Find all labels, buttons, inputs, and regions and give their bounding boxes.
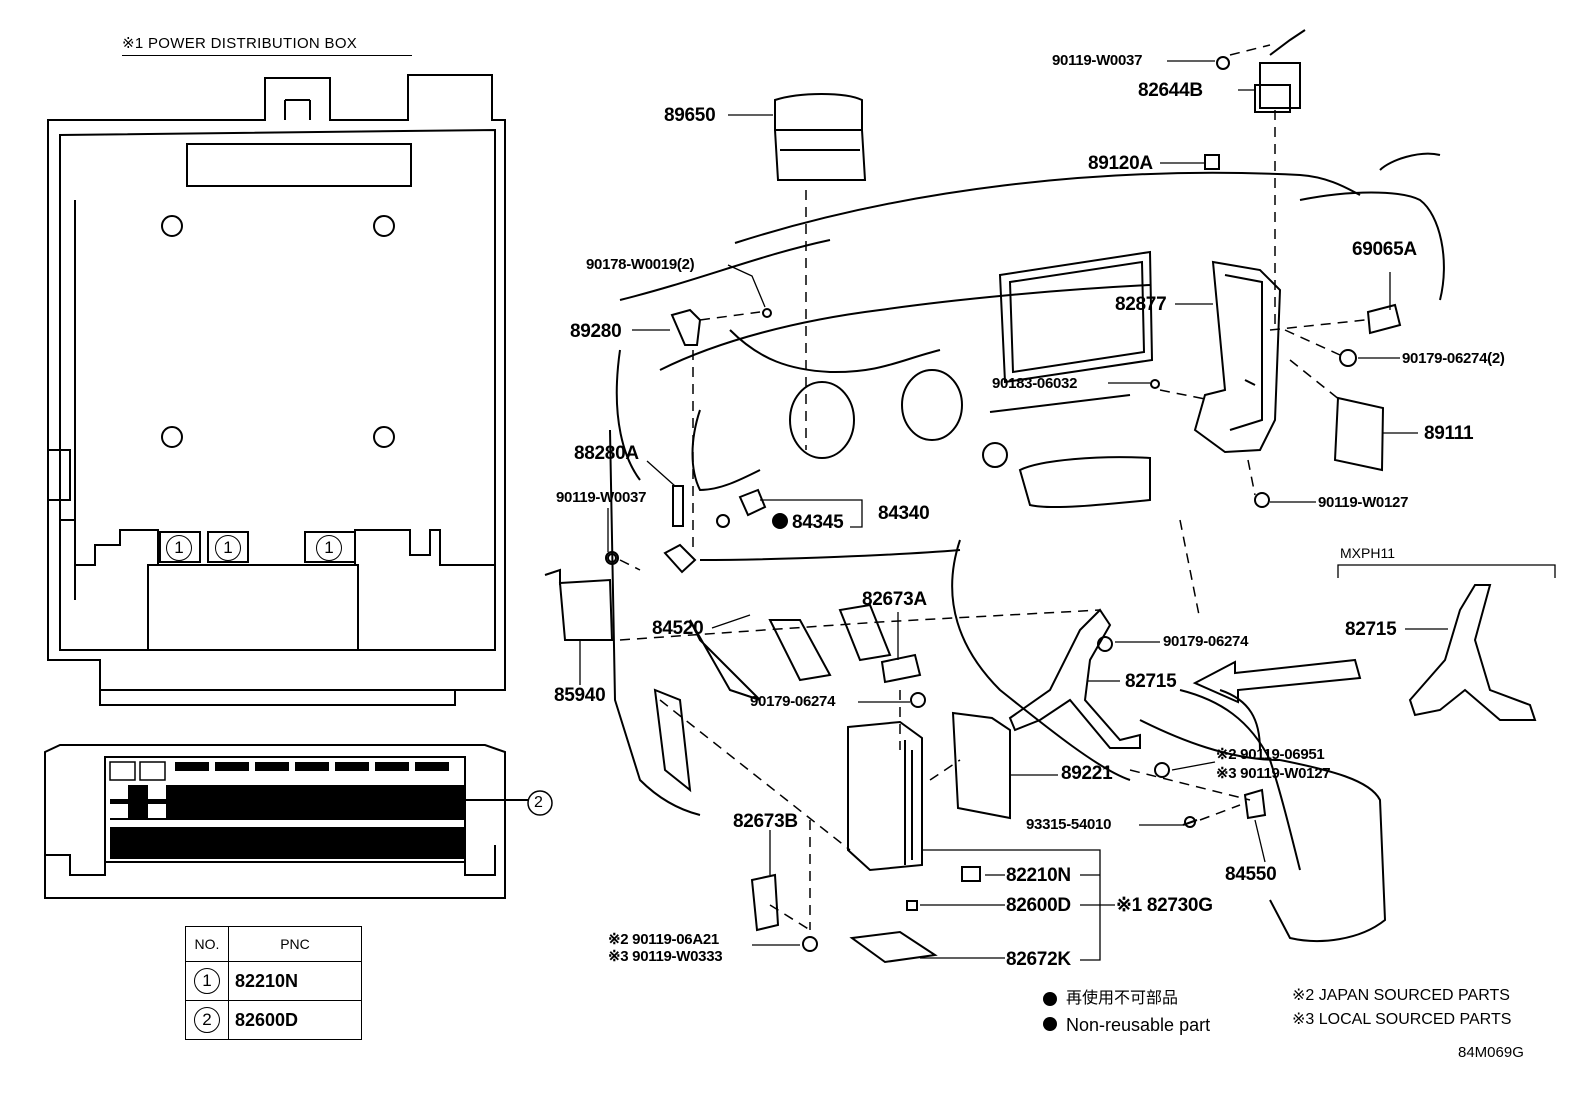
pnc-header-no: NO. — [185, 926, 229, 962]
pnc-row-1-no: 1 — [194, 968, 220, 994]
part-82673a: 82673A — [862, 589, 927, 610]
part-82715: 82715 — [1125, 671, 1177, 692]
dashboard-drawing — [609, 152, 1445, 942]
part-90119-06951: ※2 90119-06951 — [1216, 746, 1325, 763]
legend-dot-en — [1043, 1017, 1057, 1031]
marker-1-b: 1 — [215, 535, 241, 561]
part-89111: 89111 — [1424, 423, 1474, 444]
part-82715-right: 82715 — [1345, 619, 1397, 640]
part-85940: 85940 — [554, 685, 606, 706]
filled-details — [109, 513, 1057, 1031]
part-90179-06274-a: 90179-06274 — [1163, 633, 1249, 650]
part-90119-w0333: ※3 90119-W0333 — [608, 948, 723, 965]
legend-japan-sourced: ※2 JAPAN SOURCED PARTS — [1292, 987, 1510, 1004]
legend-nonreusable-jp: 再使用不可部品 — [1066, 990, 1179, 1007]
marker-2: 2 — [534, 794, 543, 811]
part-89280: 89280 — [570, 321, 622, 342]
part-90178-w0019: 90178-W0019(2) — [586, 256, 695, 273]
pnc-row-1-pnc: 82210N — [228, 961, 362, 1001]
part-84550: 84550 — [1225, 864, 1277, 885]
components-drawing — [544, 29, 1537, 964]
part-90179-06274-b: 90179-06274 — [750, 693, 836, 710]
part-84345: 84345 — [792, 512, 844, 533]
illustration-code: 84M069G — [1458, 1044, 1524, 1061]
power-distribution-box-title: ※1 POWER DISTRIBUTION BOX — [122, 34, 412, 56]
part-82877: 82877 — [1115, 294, 1167, 315]
variant-mxph11-label: MXPH11 — [1340, 545, 1395, 561]
pnc-table: NO. PNC 1 82210N 2 82600D — [185, 926, 362, 1040]
part-89221: 89221 — [1061, 763, 1113, 784]
part-93315-54010: 93315-54010 — [1026, 816, 1112, 833]
part-90119-06a21: ※2 90119-06A21 — [608, 931, 719, 948]
part-88280a: 88280A — [574, 443, 639, 464]
part-82600d: 82600D — [1006, 895, 1071, 916]
nonreusable-mark-84345 — [772, 513, 788, 529]
part-82672k: 82672K — [1006, 949, 1071, 970]
part-82730g: ※1 82730G — [1116, 895, 1213, 916]
legend-dot-jp — [1043, 992, 1057, 1006]
dashed-assembly-lines — [619, 44, 1366, 931]
power-distribution-box-drawing — [47, 74, 506, 706]
part-90183-06032: 90183-06032 — [992, 375, 1078, 392]
part-90119-w0127: 90119-W0127 — [1318, 494, 1409, 511]
leader-lines — [579, 60, 1556, 961]
legend-nonreusable-en: Non-reusable part — [1066, 1015, 1211, 1035]
pnc-header-pnc: PNC — [228, 926, 362, 962]
legend-local-sourced: ※3 LOCAL SOURCED PARTS — [1292, 1011, 1512, 1028]
part-84340: 84340 — [878, 503, 930, 524]
part-82644b: 82644B — [1138, 80, 1203, 101]
marker-1-c: 1 — [316, 535, 342, 561]
marker-1-a: 1 — [166, 535, 192, 561]
part-90119-w0037-top: 90119-W0037 — [1052, 52, 1143, 69]
table-row: 2 82600D — [185, 1000, 362, 1040]
part-89650: 89650 — [664, 105, 716, 126]
part-82673b: 82673B — [733, 811, 798, 832]
part-90179-06274-2: 90179-06274(2) — [1402, 350, 1505, 367]
pnc-row-2-no: 2 — [194, 1007, 220, 1033]
part-69065a: 69065A — [1352, 239, 1417, 260]
part-90119-w0127-b: ※3 90119-W0127 — [1216, 765, 1331, 782]
part-82210n: 82210N — [1006, 865, 1071, 886]
part-90119-w0037-left: 90119-W0037 — [556, 489, 647, 506]
table-row: 1 82210N — [185, 961, 362, 1001]
pnc-row-2-pnc: 82600D — [228, 1000, 362, 1040]
power-distribution-box-bottom-drawing — [44, 744, 528, 899]
part-84520: 84520 — [652, 618, 704, 639]
part-89120a: 89120A — [1088, 153, 1153, 174]
